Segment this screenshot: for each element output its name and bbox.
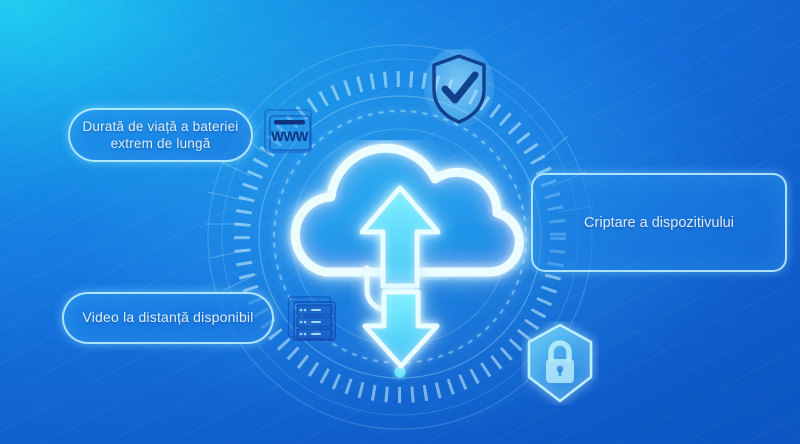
hexagon-padlock-icon [521,321,599,405]
www-text: WWW [271,129,308,144]
check-mark-icon [441,71,479,104]
padlock-shackle [548,340,572,362]
shield-check-icon [423,47,495,129]
download-arrow [362,289,440,369]
feature-label-battery-text: Durată de viață a bateriei extrem de lun… [82,118,239,151]
server-rack-icon [287,295,337,343]
browser-address-bar [274,120,305,125]
feature-label-video[interactable]: Video la distanță disponibil [62,292,274,344]
feature-label-video-text: Video la distanță disponibil [82,309,254,326]
cloud-upload-download-icon [255,140,545,380]
shield-outline [432,54,486,124]
feature-label-encryption-text: Criptare a dispozitivului [584,214,734,231]
upload-arrow [359,185,441,289]
feature-label-battery[interactable]: Durată de viață a bateriei extrem de lun… [68,108,253,162]
server-units [296,304,333,340]
www-browser-icon: WWW [262,108,316,156]
feature-label-encryption[interactable]: Criptare a dispozitivului [531,173,787,272]
